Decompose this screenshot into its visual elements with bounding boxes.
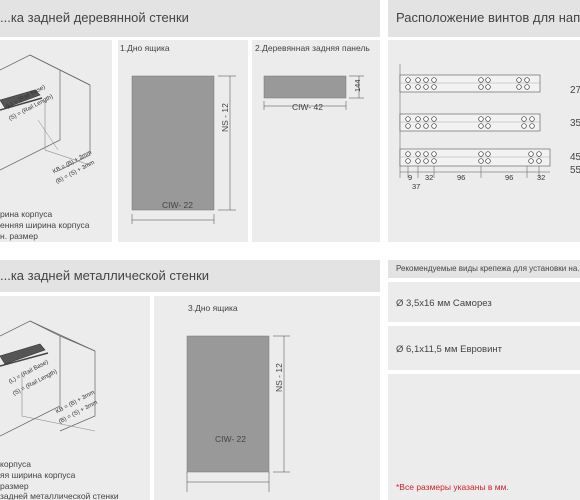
metal-iso-drawing bbox=[0, 320, 96, 437]
fastener-note-bg bbox=[388, 374, 580, 500]
wood-legend-1: рина корпуса bbox=[0, 209, 53, 219]
screw-dim-37: 37 bbox=[412, 182, 421, 191]
screws-section-title: Расположение винтов для направ... bbox=[396, 10, 580, 25]
metal-iso-panel bbox=[0, 296, 150, 500]
screw-row-label-27: 27 bbox=[570, 85, 580, 96]
wood-item2-width-label: CIW- 42 bbox=[292, 102, 324, 112]
screw-dim-32b: 32 bbox=[537, 173, 546, 182]
screw-rails-drawing bbox=[399, 64, 551, 178]
metal-legend-3: размер bbox=[0, 481, 29, 491]
screw-dim-96b: 96 bbox=[505, 173, 514, 182]
wood-section-header: ...ка задней деревянной стенки bbox=[0, 0, 380, 37]
wood-item1-caption: 1.Дно ящика bbox=[120, 43, 170, 53]
wood-item1-height-label: NS - 12 bbox=[220, 103, 230, 132]
screw-dim-32a: 32 bbox=[425, 173, 434, 182]
metal-section-header: ...ка задней металлической стенки bbox=[0, 260, 380, 292]
metal-item3-height-label: NS - 12 bbox=[274, 363, 284, 392]
fastener-item-1: Ø 3,5x16 мм Саморез bbox=[396, 298, 492, 309]
metal-item3-width-label: CIW- 22 bbox=[215, 434, 247, 444]
wood-legend-3: н. размер bbox=[0, 231, 38, 241]
metal-legend-2: яя ширина корпуса bbox=[0, 470, 76, 480]
fastener-row-2-bg bbox=[388, 326, 580, 370]
fasteners-header: Рекомендуемые виды крепежа для установки… bbox=[388, 260, 580, 278]
screw-row-label-55: 55 bbox=[570, 165, 580, 176]
screw-row-label-35: 35 bbox=[570, 118, 580, 129]
wood-item2-caption: 2.Деревянная задняя панель bbox=[255, 43, 370, 53]
fasteners-title: Рекомендуемые виды крепежа для установки… bbox=[396, 264, 580, 273]
wood-item1-drawing bbox=[131, 75, 236, 224]
wood-item2-panel bbox=[252, 40, 380, 242]
fastener-row-1-bg bbox=[388, 282, 580, 322]
wood-item2-drawing bbox=[263, 75, 364, 110]
fastener-item-2: Ø 6,1x11,5 мм Евровинт bbox=[396, 344, 503, 355]
metal-section-title: ...ка задней металлической стенки bbox=[0, 268, 210, 283]
screws-section-header: Расположение винтов для направ... bbox=[388, 0, 580, 37]
fastener-note: *Все размеры указаны в мм. bbox=[396, 482, 509, 492]
metal-item3-drawing bbox=[186, 335, 290, 492]
wood-legend-2: енняя ширина корпуса bbox=[0, 220, 90, 230]
wood-iso-drawing bbox=[0, 54, 91, 171]
metal-item3-caption: 3.Дно ящика bbox=[188, 303, 238, 313]
wood-iso-panel bbox=[0, 40, 112, 242]
wood-item2-height-label: 144 bbox=[353, 79, 362, 92]
screw-row-label-45: 45 bbox=[570, 152, 580, 163]
wood-section-title: ...ка задней деревянной стенки bbox=[0, 10, 189, 25]
screws-panel bbox=[388, 40, 580, 242]
screw-dim-96a: 96 bbox=[457, 173, 466, 182]
metal-legend-4: задней металлической стенки bbox=[0, 491, 119, 500]
wood-item1-width-label: CIW- 22 bbox=[162, 200, 194, 210]
metal-legend-1: корпуса bbox=[0, 459, 32, 469]
screw-dim-9: 9 bbox=[408, 173, 413, 182]
